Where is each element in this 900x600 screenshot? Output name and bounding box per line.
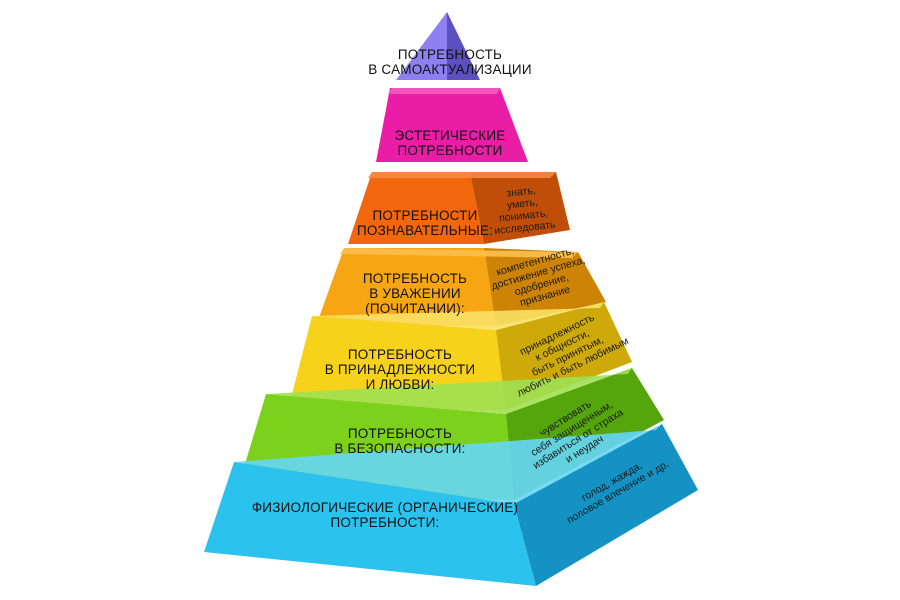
level-title-cognitive: ПОТРЕБНОСТИ ПОЗНАВАТЕЛЬНЫЕ: (356, 208, 494, 238)
tier-front-face (376, 88, 528, 162)
tier-side-face (484, 248, 606, 326)
level-title-esteem: ПОТРЕБНОСТЬ В УВАЖЕНИИ (ПОЧИТАНИИ): (362, 271, 468, 316)
tier-side-face (447, 12, 480, 80)
tier-top-ledge (368, 172, 556, 178)
tier-top-ledge (388, 88, 500, 94)
pyramid-tier-physiological (204, 424, 698, 586)
level-details-cognitive: знать, уметь, понимать, исследовать (493, 184, 557, 238)
tier-front-face (396, 12, 447, 80)
pyramid-tier-esteem (316, 248, 606, 326)
level-title-self-actualization: ПОТРЕБНОСТЬ В САМОАКТУАЛИЗАЦИИ (368, 47, 532, 77)
tier-top-ledge (340, 248, 578, 258)
tier-front-face (348, 172, 484, 244)
level-title-physiological: ФИЗИОЛОГИЧЕСКИЕ (ОРГАНИЧЕСКИЕ) ПОТРЕБНОС… (251, 500, 519, 530)
tier-front-face (316, 248, 496, 326)
tier-top-ledge (266, 368, 632, 414)
tier-side-face (470, 172, 570, 244)
pyramid-tier-aesthetic (376, 88, 528, 162)
tier-front-face (204, 462, 536, 586)
pyramid-tier-cognitive (348, 172, 570, 244)
tier-top-ledge (234, 424, 662, 504)
level-title-aesthetic: ЭСТЕТИЧЕСКИЕ ПОТРЕБНОСТИ (394, 128, 506, 158)
level-title-belonging: ПОТРЕБНОСТЬ В ПРИНАДЛЕЖНОСТИ И ЛЮБВИ: (324, 347, 476, 392)
pyramid-tier-self-actualization (396, 12, 480, 80)
level-title-safety: ПОТРЕБНОСТЬ В БЕЗОПАСНОСТИ: (334, 426, 466, 456)
tier-top-ledge (312, 302, 604, 330)
tier-side-face (514, 424, 698, 586)
